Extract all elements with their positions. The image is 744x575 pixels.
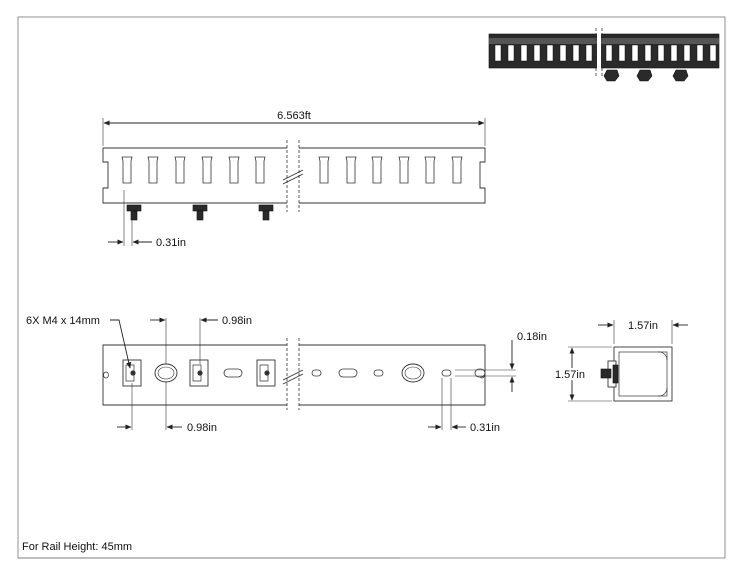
isometric-slot bbox=[494, 44, 502, 62]
isometric-clamp-3 bbox=[672, 69, 689, 82]
slot-offset-label: 0.31in bbox=[156, 237, 186, 249]
rail-slot bbox=[398, 156, 410, 184]
hole-spacing-bottom-label: 0.98in bbox=[187, 422, 217, 434]
rail-slot bbox=[121, 156, 133, 184]
screw-block-1 bbox=[122, 359, 142, 387]
rail-slot bbox=[254, 156, 266, 184]
rail-slot bbox=[345, 156, 357, 184]
clamp-1 bbox=[126, 204, 142, 221]
isometric-slot bbox=[559, 44, 567, 62]
screw-block-3 bbox=[256, 359, 276, 387]
isometric-slot bbox=[533, 44, 541, 62]
isometric-slot bbox=[657, 44, 665, 62]
isometric-slot bbox=[618, 44, 626, 62]
rail-height-note: For Rail Height: 45mm bbox=[22, 541, 132, 553]
isometric-slot bbox=[696, 44, 704, 62]
isometric-slot bbox=[683, 44, 691, 62]
profile-height-label: 1.57in bbox=[555, 369, 585, 381]
rail-slot bbox=[451, 156, 463, 184]
profile-width-label: 1.57in bbox=[628, 320, 658, 332]
clamp-2 bbox=[192, 204, 208, 221]
isometric-slot bbox=[605, 44, 613, 62]
isometric-slots bbox=[494, 44, 717, 62]
isometric-clamp-1 bbox=[603, 69, 620, 82]
isometric-slot bbox=[585, 44, 593, 62]
isometric-slot bbox=[572, 44, 580, 62]
sheet-border bbox=[17, 16, 726, 559]
rail-slot bbox=[174, 156, 186, 184]
rail-top-view: 6X M4 x 14mm 0.98in 0.98in 0.18in 0.31in bbox=[26, 315, 547, 434]
isometric-clamp-2 bbox=[636, 69, 653, 82]
rail-slot bbox=[201, 156, 213, 184]
hole-offset-label: 0.31in bbox=[470, 422, 500, 434]
rail-slots bbox=[121, 156, 463, 184]
isometric-slot bbox=[644, 44, 652, 62]
overall-length-label: 6.563ft bbox=[277, 110, 311, 122]
rail-slot bbox=[318, 156, 330, 184]
rail-slot bbox=[147, 156, 159, 184]
isometric-slot bbox=[546, 44, 554, 62]
isometric-slot bbox=[520, 44, 528, 62]
isometric-slot bbox=[709, 44, 717, 62]
clamp-3 bbox=[258, 204, 274, 221]
rail-profile-view: 1.57in 1.57in bbox=[555, 320, 688, 402]
hole-spacing-top-label: 0.98in bbox=[222, 315, 252, 327]
screw-block-2 bbox=[189, 359, 209, 387]
rail-front-view: 6.563ft 0.31in bbox=[102, 110, 486, 249]
hole-diameter-label: 0.18in bbox=[517, 331, 547, 343]
rail-slot bbox=[228, 156, 240, 184]
rail-slot bbox=[371, 156, 383, 184]
rail-slot bbox=[424, 156, 436, 184]
isometric-preview bbox=[488, 28, 720, 82]
isometric-slot bbox=[631, 44, 639, 62]
isometric-slot bbox=[507, 44, 515, 62]
screw-spec-label: 6X M4 x 14mm bbox=[26, 315, 100, 327]
isometric-slot bbox=[670, 44, 678, 62]
